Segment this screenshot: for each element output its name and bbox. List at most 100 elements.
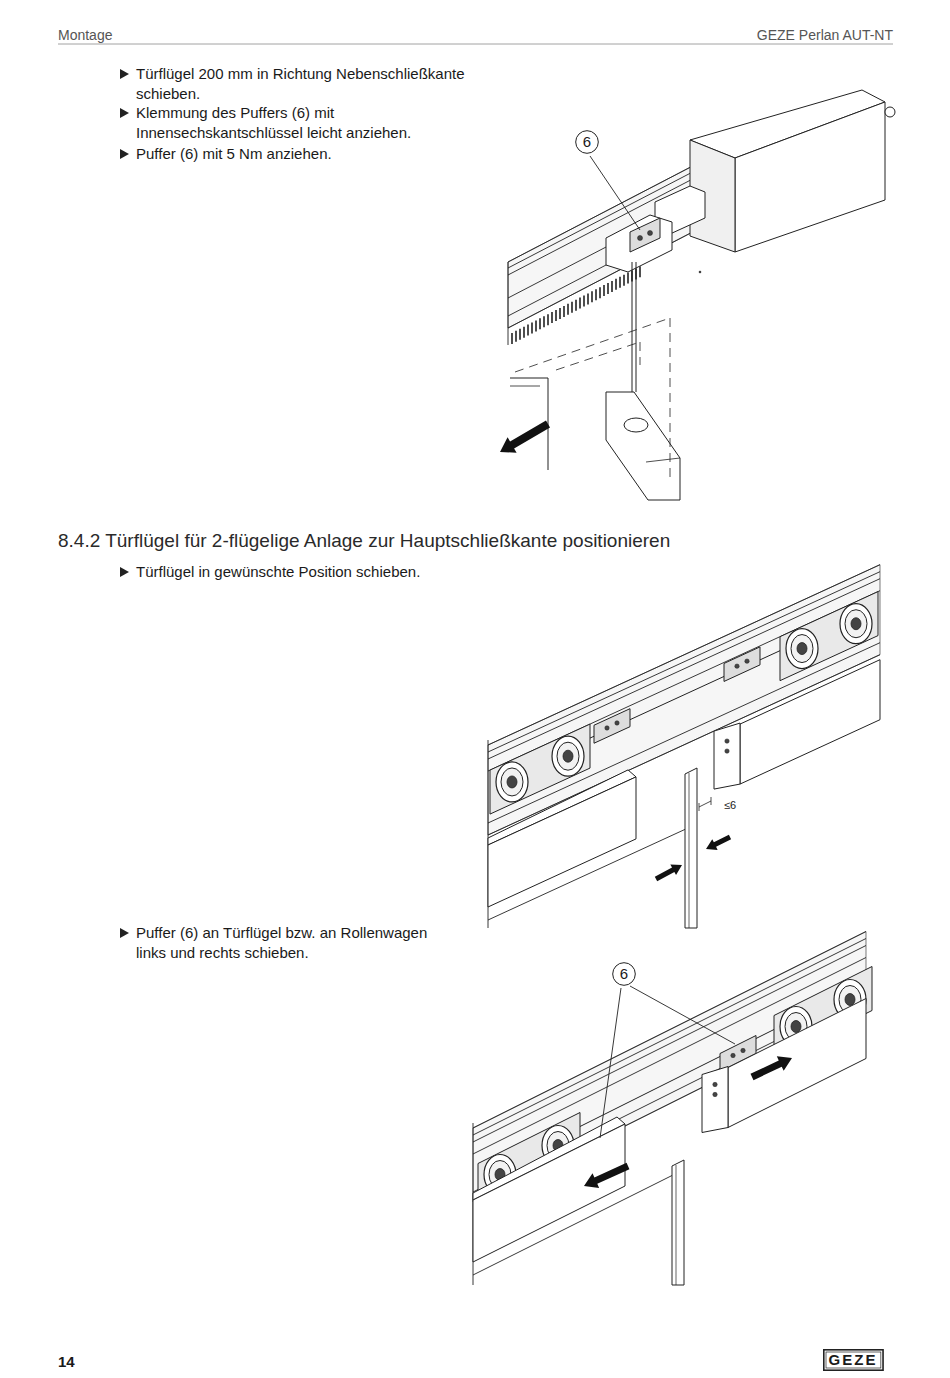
rack-tooth [523,327,525,338]
motion-arrow [584,1163,629,1188]
operator-drawing [500,90,895,500]
dimension-tick [699,803,700,811]
mark-dot [699,271,701,273]
buffer-hole [638,236,643,241]
motion-arrow [500,421,550,453]
buffer-hole [615,721,619,725]
roller [496,762,528,802]
rack-tooth [583,295,585,306]
rack-tooth [527,325,529,336]
brand-logo: GEZE [823,1349,884,1371]
dimension-tick [711,797,712,805]
profile-hole [725,749,729,753]
door-leaves-closed [488,565,880,928]
roller-axle [507,776,517,788]
carriage [606,215,672,272]
reference-line [670,318,671,480]
logo-outer-frame [823,1350,882,1370]
rack-tooth [555,310,557,321]
callout-circle-outline [613,963,636,986]
rail-edge [473,958,866,1155]
rack-tooth [607,283,609,294]
fixed-glass [672,1160,684,1285]
roller-rim [791,635,813,663]
callout-circle-outline [576,131,599,154]
roller [786,629,818,669]
instruction-step: Türflügel in gewünschte Position schiebe… [136,562,481,582]
door-leaf [728,999,866,1128]
housing-knob [885,107,895,117]
reference-line [640,342,641,365]
rail-body [473,932,866,1203]
bullet-marker [120,108,129,118]
leader-line [590,156,640,230]
rail-edge [473,932,866,1129]
instruction-step: Puffer (6) mit 5 Nm anziehen. [136,144,481,164]
rack-tooth [535,320,537,331]
rack-tooth [543,316,545,327]
pendulum-rod [636,262,637,392]
logo-text: GEZE [829,1351,878,1369]
door-leaf [488,777,636,907]
rack-tooth [639,266,641,277]
door-leaf-edge [510,386,540,387]
leader-lines [590,156,735,1138]
rack-tooth [515,331,517,342]
motor-housing-front [735,102,885,252]
rack-tooth [595,289,597,300]
logo-inner-frame [826,1352,881,1368]
running-header: GEZE Perlan AUT-NT [600,26,893,46]
buffer-hole [605,726,609,730]
leaf-end-profile [714,723,740,789]
buffer [724,647,760,682]
weight-edge [646,458,680,462]
buffer-hole [735,664,739,668]
glass-edge [676,1165,677,1285]
callout-label: 6 [583,133,591,151]
node-text: 6 [620,965,628,983]
profile-hole [713,1092,717,1096]
reference-line [556,342,640,370]
door-leaf [473,1124,625,1262]
header-rule [58,44,893,45]
node-text: 6 [583,133,591,151]
rack-tooth [547,314,549,325]
buffers-pushed [473,932,872,1286]
rail-body [508,162,700,328]
bullet-marker [120,928,129,938]
door-leaf-edge [510,378,548,379]
rack-tooth [551,312,553,323]
rail-edge [473,939,866,1136]
bullet-marker [120,567,129,577]
profile-hole [725,739,729,743]
rail-edge [488,655,880,835]
roller [552,736,584,776]
leader-line [600,988,621,1138]
profile-hole [713,1082,717,1086]
rack-tooth [579,298,581,309]
rack-tooth [563,306,565,317]
rack-tooth [587,293,589,304]
roller-axle [851,618,861,630]
rack-tooth [623,275,625,286]
rack-tooth [615,279,617,290]
roller-rim [845,610,867,638]
buffer-hole [745,659,749,663]
rack-tooth [531,323,533,334]
callout-number: 6 [612,962,636,986]
motion-arrow [655,864,682,881]
dimension-label: ≤6 [724,796,764,816]
roller-axle [845,994,855,1006]
callout-label: 6 [620,965,628,983]
rack-tooth [567,304,569,315]
roller-axle [563,750,573,762]
bullet-marker [120,69,129,79]
roller-rim [501,768,523,796]
rack-tooth [603,285,605,296]
buffer-hole [741,1048,745,1052]
pendulum-weight [606,392,680,500]
rail-edge [488,643,880,823]
instruction-step: Klemmung des Puffers (6) mit Innensechsk… [136,103,481,142]
leaf-end-profile [702,1067,728,1133]
